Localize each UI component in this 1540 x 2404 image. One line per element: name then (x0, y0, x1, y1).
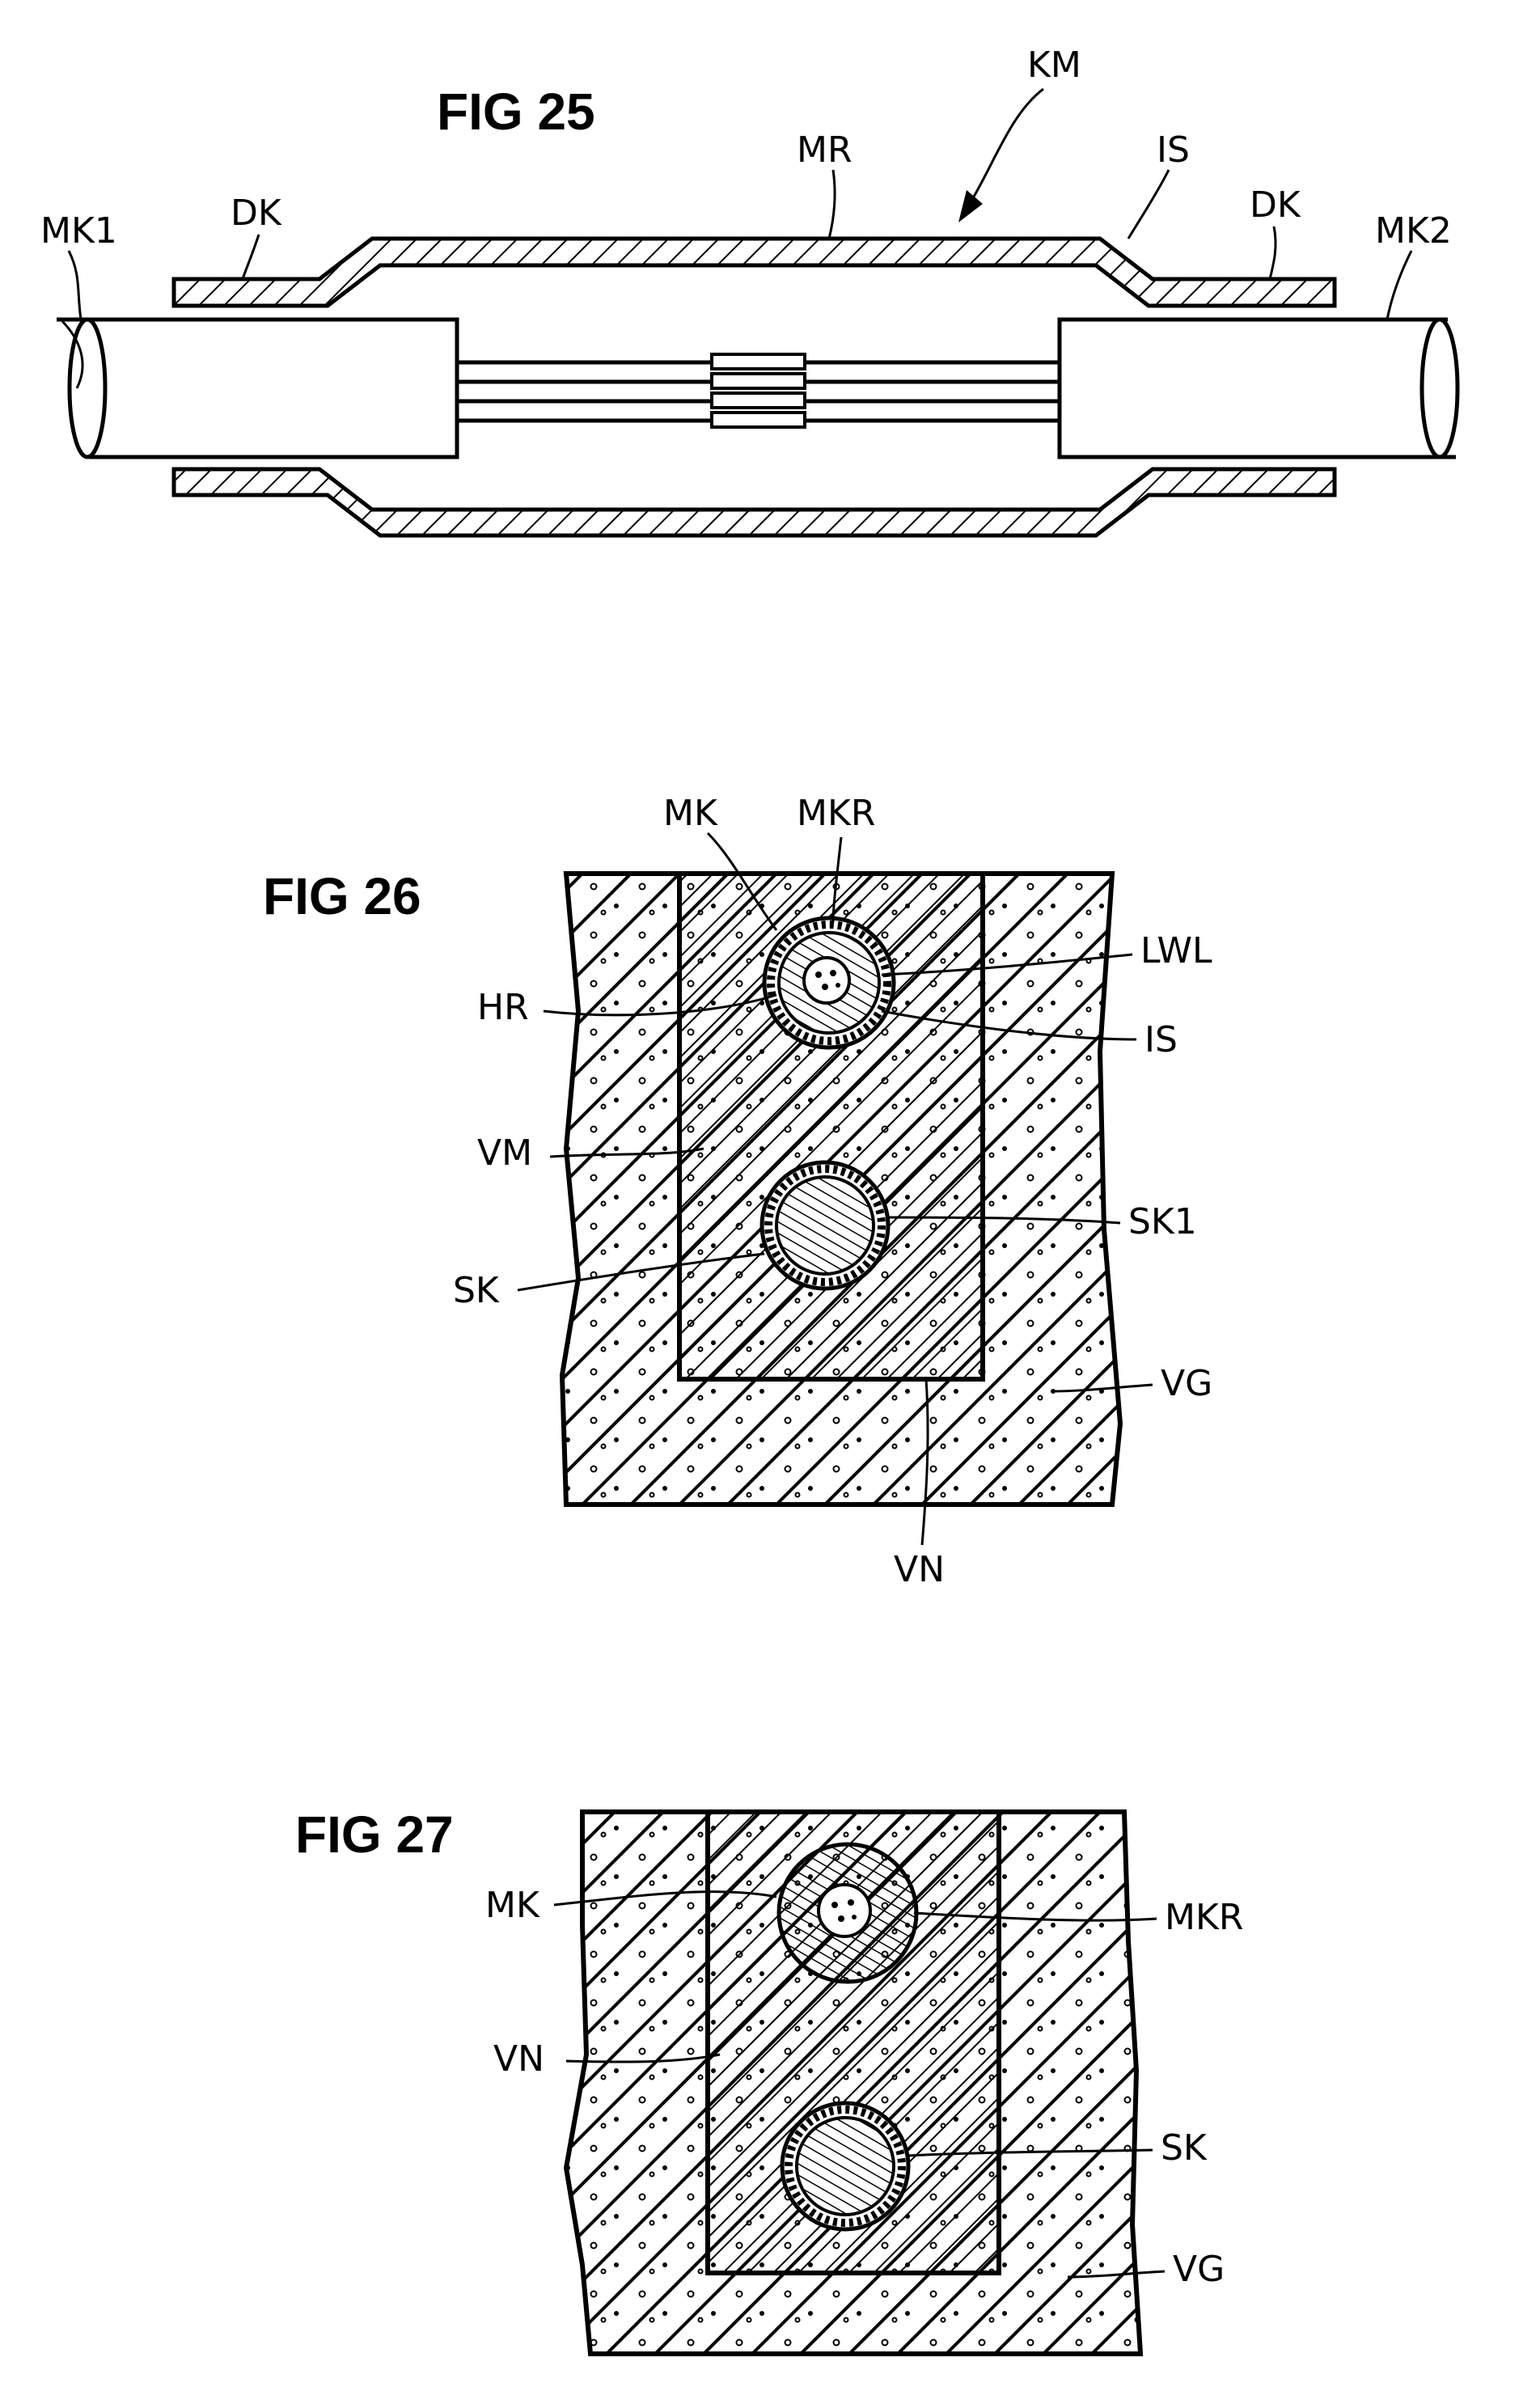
label-hr: HR (477, 987, 529, 1028)
fig27-title: FIG 27 (295, 1805, 454, 1864)
fig27-protective-tube (782, 2103, 908, 2229)
figure-27: FIG 27 MK MKR VN SK VG (295, 1805, 1243, 2354)
label-vn: VN (894, 1549, 945, 1590)
label-sk: SK (1161, 2127, 1208, 2169)
fig25-cable-left (57, 320, 457, 457)
label-lwl: LWL (1140, 930, 1212, 971)
label-mk: MK (663, 793, 718, 834)
label-mk: MK (485, 1885, 540, 1926)
figure-26: FIG 26 MK MKR LWL HR IS (263, 793, 1212, 1590)
fig25-fiber-bundle (457, 354, 1060, 427)
label-mk1: MK1 (40, 210, 117, 252)
fig26-title: FIG 26 (263, 867, 421, 925)
label-mkr: MKR (1165, 1897, 1243, 1938)
label-dk-right: DK (1250, 184, 1301, 226)
fig26-micro-cable (764, 918, 894, 1048)
figure-25: FIG 25 MK1 DK (40, 44, 1458, 535)
label-mkr: MKR (797, 793, 875, 834)
label-vg: VG (1173, 2249, 1225, 2290)
label-is: IS (1157, 129, 1190, 171)
label-km: KM (1027, 44, 1081, 86)
fig25-cable-right (1060, 320, 1458, 457)
label-sk1: SK1 (1128, 1201, 1197, 1242)
label-mr: MR (797, 129, 852, 171)
label-sk: SK (453, 1270, 500, 1311)
label-mk2: MK2 (1375, 210, 1452, 252)
label-is: IS (1144, 1019, 1178, 1060)
fig25-title: FIG 25 (437, 83, 595, 141)
fig27-micro-cable (779, 1844, 916, 1982)
fig26-protective-tube (762, 1162, 888, 1289)
label-vm: VM (477, 1132, 532, 1174)
label-vn: VN (493, 2038, 544, 2080)
label-vg: VG (1161, 1363, 1212, 1404)
label-dk-left: DK (231, 193, 282, 234)
